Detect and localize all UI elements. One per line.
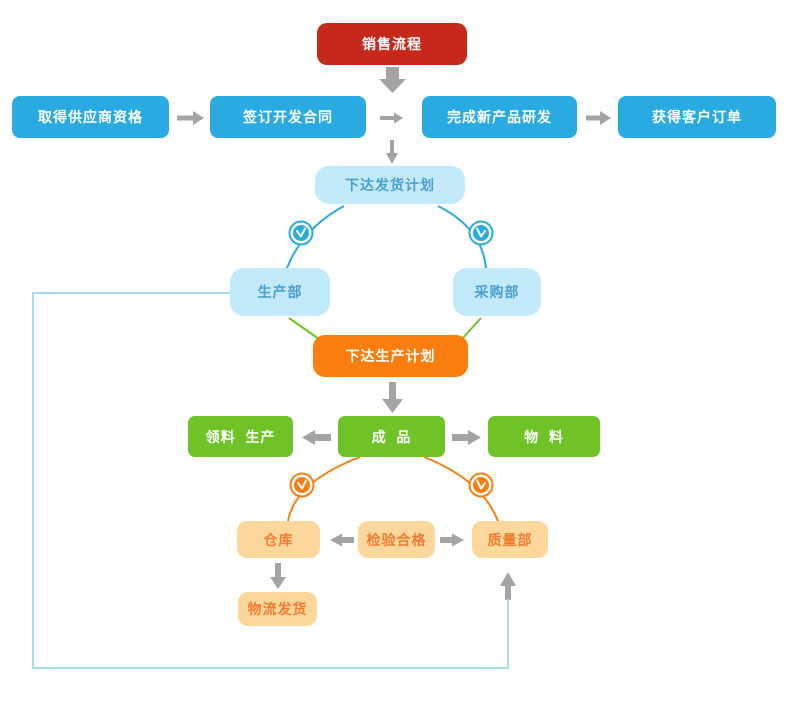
node-finished-goods[interactable]: 成 品 [338, 416, 445, 457]
node-quality-dept[interactable]: 质量部 [472, 521, 548, 558]
node-finished-goods-label: 成 品 [371, 428, 412, 445]
clock-icon-orange-left [289, 472, 315, 498]
arrow-right-finished-to-materials [452, 430, 481, 445]
node-product-rd[interactable]: 完成新产品研发 [422, 96, 577, 138]
node-purchasing-dept-label: 采购部 [474, 284, 520, 300]
node-warehouse-label: 仓库 [263, 531, 294, 548]
arrow-right-inspection-to-quality [440, 533, 464, 547]
arrow-left-finished-to-material-production [302, 430, 331, 445]
node-inspection-passed-label: 检验合格 [366, 531, 427, 548]
arrow-right-contract-to-rd [380, 112, 403, 124]
arrow-down-plan-to-finished [382, 382, 403, 413]
node-material-production[interactable]: 领料 生产 [188, 416, 293, 457]
node-production-dept-label: 生产部 [257, 284, 303, 300]
node-logistics-shipping[interactable]: 物流发货 [238, 592, 317, 626]
node-supplier-qualification-label: 取得供应商资格 [38, 109, 143, 125]
node-purchasing-dept[interactable]: 采购部 [453, 268, 541, 316]
connector-purchasing-dept-to-plan [461, 317, 482, 340]
node-sales-process[interactable]: 销售流程 [317, 23, 467, 65]
node-product-rd-label: 完成新产品研发 [447, 109, 552, 125]
node-customer-order[interactable]: 获得客户订单 [618, 96, 776, 138]
node-development-contract-label: 签订开发合同 [243, 109, 333, 125]
arrow-right-rd-to-order [586, 111, 611, 125]
node-delivery-plan[interactable]: 下达发货计划 [315, 166, 465, 204]
arrow-down-sales-to-row [379, 67, 406, 93]
node-material-production-label: 领料 生产 [205, 428, 276, 445]
node-supplier-qualification[interactable]: 取得供应商资格 [12, 96, 169, 138]
node-production-plan-label: 下达生产计划 [345, 348, 436, 364]
connector-production-dept-to-plan [288, 317, 320, 340]
node-customer-order-label: 获得客户订单 [652, 109, 742, 125]
node-delivery-plan-label: 下达发货计划 [345, 177, 435, 193]
arrow-right-supplier-to-contract [177, 111, 204, 125]
node-sales-process-label: 销售流程 [362, 36, 422, 52]
node-production-plan[interactable]: 下达生产计划 [313, 335, 468, 377]
node-quality-dept-label: 质量部 [487, 531, 533, 548]
node-warehouse[interactable]: 仓库 [237, 521, 320, 558]
node-materials-label: 物 料 [524, 428, 564, 445]
node-inspection-passed[interactable]: 检验合格 [358, 521, 435, 558]
clock-icon-blue-right [468, 220, 494, 246]
node-materials[interactable]: 物 料 [488, 416, 600, 457]
arrow-down-row-to-delivery-plan [386, 140, 398, 164]
arrow-down-warehouse-to-logistics [270, 563, 286, 589]
arrow-left-inspection-to-warehouse [330, 533, 354, 547]
node-development-contract[interactable]: 签订开发合同 [210, 96, 366, 138]
clock-icon-blue-left [288, 220, 314, 246]
connector-feedback-production-to-quality [32, 292, 509, 669]
arrow-up-feedback-to-quality [500, 572, 516, 600]
node-logistics-shipping-label: 物流发货 [247, 601, 308, 617]
clock-icon-orange-right [468, 472, 494, 498]
node-production-dept[interactable]: 生产部 [230, 268, 330, 316]
